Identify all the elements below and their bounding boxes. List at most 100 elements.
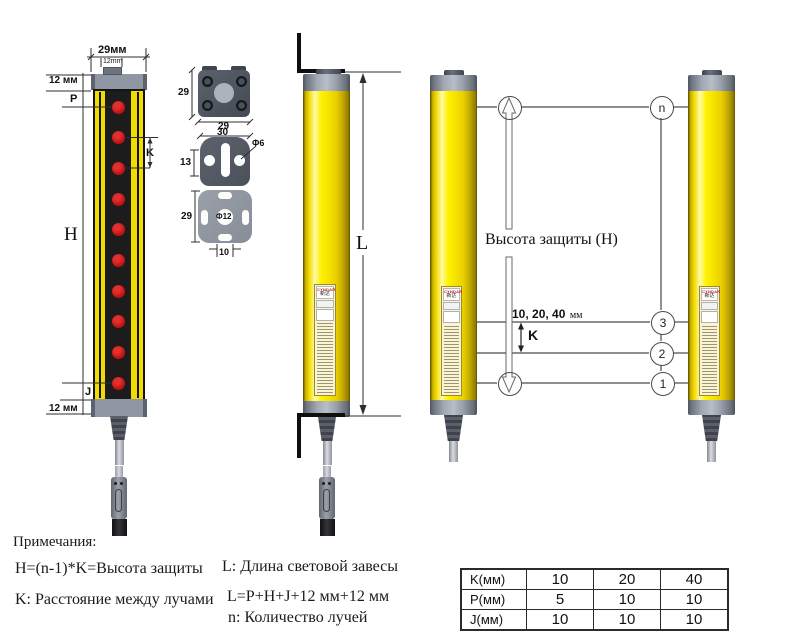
beam-led: [111, 284, 125, 298]
label-brand: CYNDAR 新达: [443, 288, 463, 301]
bracket-screw: [236, 76, 247, 87]
cell: 10: [593, 609, 661, 631]
label-fine-print: [317, 323, 333, 393]
brand-text: CYNDAR: [444, 289, 463, 294]
brand-text-cn: 新达: [319, 291, 330, 297]
note-l-formula: L=P+H+J+12 мм+12 мм: [227, 588, 390, 605]
plate-bottom-slot-dim: 10: [219, 247, 230, 257]
row-label: P(мм): [460, 589, 527, 610]
connector-pin: [114, 482, 117, 485]
bracket-screw: [236, 100, 247, 111]
beam-1-label: 1: [659, 377, 667, 391]
square-bracket-center-hole: [214, 83, 234, 103]
spec-table: K(мм) 10 20 40 P(мм) 5 10 10 J(мм) 10 10…: [460, 568, 729, 631]
side-cable-tube: [322, 441, 332, 465]
bracket-dimensions: [188, 66, 257, 257]
square-left-dim: 29: [178, 87, 190, 98]
front-tab-dim-label: 12mm: [103, 58, 123, 65]
pitch-values: 10, 20, 40: [512, 307, 566, 321]
front-cable-coupling: [115, 466, 123, 477]
cell: 10: [593, 589, 661, 610]
brand-text: CYNDAR: [317, 287, 336, 292]
front-bottom-cap-dim-label: 12 мм: [49, 403, 78, 414]
plate-bottom-hole-dim: Φ12: [216, 212, 232, 221]
beam-led: [111, 131, 125, 145]
connector-slot: [323, 489, 330, 512]
label-brand: CYNDAR 新达: [316, 286, 336, 299]
emitter-product-label: CYNDAR 新达: [699, 286, 720, 396]
cell: 20: [593, 568, 661, 590]
beam-led: [111, 192, 125, 206]
plate-lower-center-hole: [217, 209, 233, 225]
beam-circle-1: 1: [651, 372, 675, 396]
table-row-j: J(мм) 10 10 10: [460, 609, 729, 631]
note-l-definition: L: Длина световой завесы: [222, 558, 399, 575]
cell: 10: [526, 568, 594, 590]
front-top-cap-tab: [103, 67, 122, 75]
cell: 5: [526, 589, 594, 610]
beam-led: [111, 345, 125, 359]
brand-text-cn: 新达: [446, 293, 457, 299]
label-fine-print: [702, 325, 717, 393]
cell: 10: [660, 589, 729, 610]
receiver-cable-tube: [449, 441, 458, 462]
front-h-label: H: [64, 224, 78, 245]
brand-text: CYNDAR: [702, 289, 721, 294]
front-j-label: J: [85, 386, 92, 398]
plate-top-hole-dim: Φ6: [252, 138, 265, 148]
beam-led: [111, 376, 125, 390]
label-brand: CYNDAR 新达: [701, 288, 721, 301]
wall-bracket-bottom-vertical: [297, 413, 301, 458]
connector-pin: [120, 482, 123, 485]
side-product-label: CYNDAR 新达: [314, 284, 336, 396]
l-dimension: [345, 71, 401, 417]
plate-lower-slot-bottom: [218, 234, 232, 241]
beam-led: [111, 100, 125, 114]
side-l-label: L: [356, 232, 369, 254]
front-cap-dim-label: 12 мм: [49, 75, 78, 86]
beam-led: [111, 315, 125, 329]
wall-bracket-bottom-horizontal: [297, 413, 345, 417]
plate-top-height-dim: 13: [180, 157, 192, 168]
beam-k-label: K: [528, 327, 539, 343]
beam-circle-n: n: [650, 96, 674, 120]
plate-lower-slot-right: [242, 210, 249, 225]
bracket-screw: [202, 100, 213, 111]
beam-circle-2: 2: [650, 342, 674, 366]
plate-top-width-dim: 30: [217, 127, 229, 138]
front-bottom-cap: [91, 399, 147, 417]
cell: 40: [660, 568, 729, 590]
emitter-top-cap: [688, 75, 735, 91]
table-row-p: P(мм) 5 10 10: [460, 589, 729, 610]
side-cable-tip: [319, 519, 335, 536]
beam-led: [111, 253, 125, 267]
plate-bottom-height-dim: 29: [181, 211, 193, 222]
front-p-label: P: [70, 93, 78, 105]
beam-end-marker-circle: [498, 372, 522, 396]
plate-upper-hole-right: [234, 155, 245, 166]
front-cable-strain-relief: [110, 416, 128, 440]
label-cert-icon: [701, 311, 718, 323]
plate-upper-slot: [220, 143, 230, 177]
label-field: [316, 300, 334, 308]
side-cap-tab: [316, 69, 341, 75]
note-n-definition: n: Количество лучей: [228, 609, 368, 626]
pitch-unit: мм: [569, 310, 583, 321]
bracket-screw: [202, 76, 213, 87]
receiver-product-label: CYNDAR 新达: [441, 286, 462, 396]
emitter-cap-tab: [702, 70, 722, 76]
connector-pin: [322, 482, 325, 485]
label-fine-print: [444, 325, 459, 393]
plate-lower-slot-top: [218, 192, 232, 199]
plate-upper-hole-left: [204, 155, 215, 166]
row-label: J(мм): [460, 609, 527, 631]
receiver-cap-tab: [444, 70, 464, 76]
note-h-formula: H=(n-1)*K=Высота защиты: [15, 560, 203, 577]
front-cable-tip: [111, 519, 127, 536]
side-cable-coupling: [323, 466, 331, 477]
beam-circle-3: 3: [651, 311, 675, 335]
protection-height-title: Высота защиты (H): [485, 231, 618, 248]
beam-2-label: 2: [658, 347, 666, 361]
